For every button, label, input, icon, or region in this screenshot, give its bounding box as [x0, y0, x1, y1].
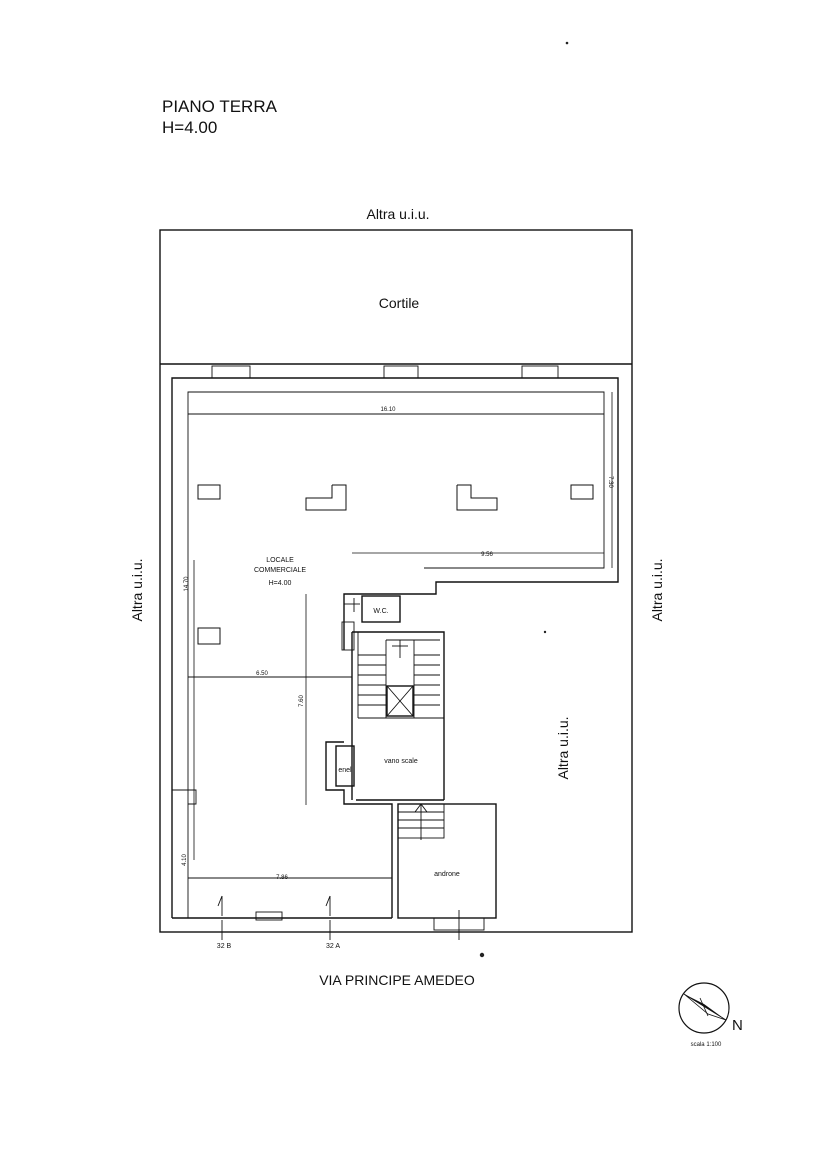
- plan-title: PIANO TERRA: [162, 97, 278, 116]
- dimension-width-total: 16.10: [380, 407, 396, 413]
- neighbor-inner-label: Altra u.i.u.: [555, 716, 571, 779]
- wc-label: W.C.: [373, 608, 388, 615]
- plan-height: H=4.00: [162, 118, 217, 137]
- dimension-front-depth: 4.10: [182, 854, 188, 866]
- top-windows: [211, 365, 559, 379]
- courtyard-label: Cortile: [379, 295, 420, 311]
- outer-boundary: [159, 229, 633, 933]
- dimension-front-width: 7.86: [276, 875, 288, 881]
- shop-label-line2: COMMERCIALE: [254, 567, 306, 574]
- elevator-shaft: [386, 685, 414, 717]
- shop-label-line1: LOCALE: [266, 557, 294, 564]
- dimension-lines: [193, 392, 613, 860]
- scan-specks: [479, 41, 569, 958]
- front-doors: [217, 895, 331, 940]
- neighbor-left-label: Altra u.i.u.: [129, 558, 145, 621]
- street-name: VIA PRINCIPE AMEDEO: [319, 972, 475, 988]
- dimension-depth-rear: 7.30: [607, 476, 613, 488]
- stair-core: [351, 631, 445, 801]
- neighbor-top-label: Altra u.i.u.: [366, 206, 429, 222]
- north-compass: [678, 982, 730, 1034]
- entrance-label: androne: [434, 871, 460, 878]
- enel-label: enel: [338, 767, 352, 774]
- stairwell-label: vano scale: [384, 758, 418, 765]
- shop-label-line3: H=4.00: [269, 580, 292, 587]
- neighbor-right-label: Altra u.i.u.: [649, 558, 665, 621]
- dimension-mid-depth: 7.60: [299, 695, 305, 707]
- scale-label: scala 1:100: [691, 1042, 722, 1048]
- civic-number-a: 32 A: [326, 943, 340, 950]
- entrance-hall: [397, 803, 497, 940]
- dimension-rear-width: 9.56: [481, 552, 493, 558]
- enel-room: [335, 745, 355, 787]
- pillars: [197, 484, 594, 645]
- north-label: N: [732, 1017, 743, 1034]
- shop-walls: [171, 377, 619, 919]
- dimension-mid-width: 6.50: [256, 671, 268, 677]
- dimension-depth-total: 14.70: [184, 576, 190, 592]
- civic-number-b: 32 B: [217, 943, 232, 950]
- wc-room: [341, 595, 401, 651]
